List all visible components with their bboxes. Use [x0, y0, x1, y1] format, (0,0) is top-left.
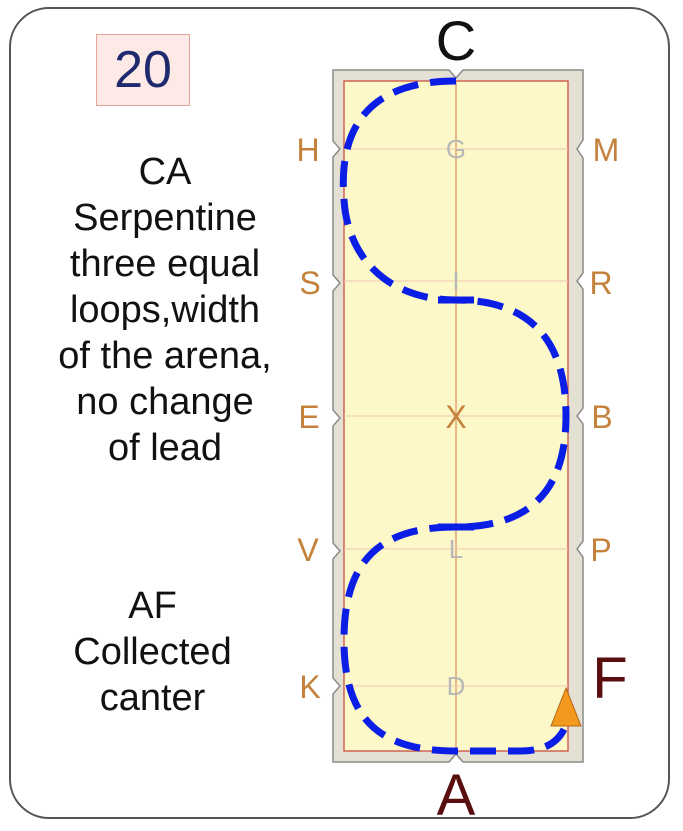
letter-g: G: [446, 134, 466, 164]
movement-1-text: CA Serpentine three equal loops,width of…: [20, 149, 310, 471]
direction-marker: [550, 686, 582, 727]
movement-2-line: AF: [128, 585, 177, 627]
letter-a: A: [437, 763, 476, 828]
letter-h: H: [296, 132, 319, 168]
test-number: 20: [114, 41, 172, 99]
letter-x: X: [445, 399, 466, 435]
letter-i: I: [452, 266, 459, 296]
letter-s: S: [299, 265, 320, 301]
letter-d: D: [447, 671, 466, 701]
movement-2-line: canter: [99, 677, 206, 719]
letter-e: E: [298, 399, 319, 435]
letter-f: F: [592, 646, 627, 711]
letter-l: L: [449, 534, 463, 564]
movement-1-line: three equal: [69, 243, 261, 285]
letter-v: V: [297, 532, 319, 568]
movement-1-line: CA: [138, 151, 192, 193]
serpentine-path: [339, 77, 570, 755]
test-number-box: 20: [96, 34, 190, 106]
letter-k: K: [299, 669, 320, 705]
movement-1-line: no change: [76, 381, 254, 423]
movement-1-line: loops,width: [69, 289, 261, 331]
movement-2-line: Collected: [73, 631, 232, 673]
letter-p: P: [590, 532, 611, 568]
letter-b: B: [591, 399, 612, 435]
movement-1-line: of the arena,: [58, 335, 272, 377]
letter-c: C: [436, 9, 476, 72]
movement-2-text: AF Collected canter: [20, 583, 285, 721]
letter-r: R: [589, 265, 612, 301]
movement-1-line: of lead: [107, 427, 223, 469]
letter-m: M: [593, 132, 620, 168]
movement-1-line: Serpentine: [73, 197, 257, 239]
